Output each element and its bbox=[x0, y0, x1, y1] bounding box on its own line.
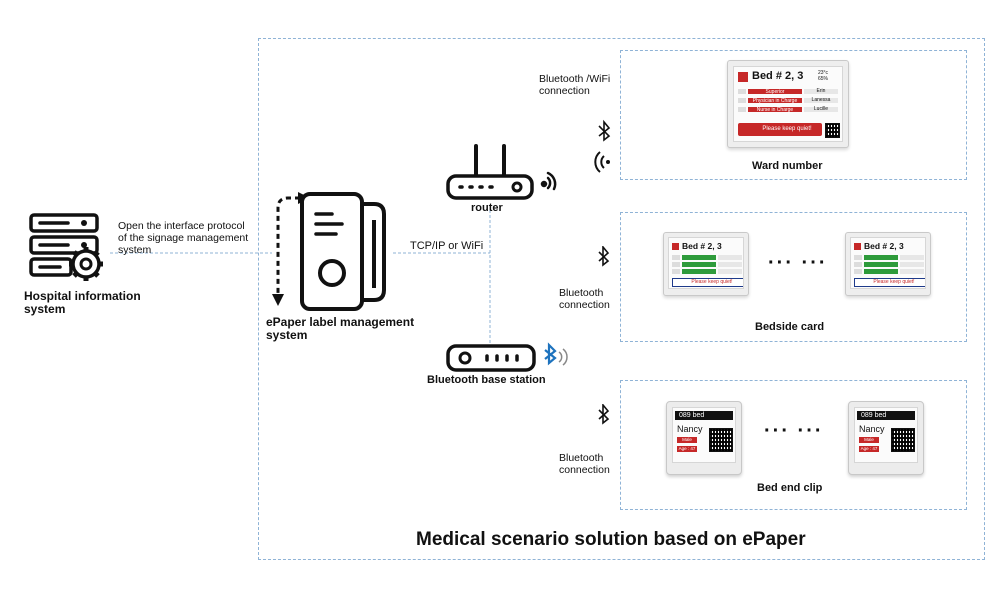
bedside-card-label: Bedside card bbox=[755, 321, 825, 333]
bedside-note-bar: Please keep quiet! bbox=[672, 278, 743, 287]
ward-row: Physician in Charge Lanessa bbox=[738, 97, 838, 104]
bed-end-clip-box bbox=[620, 380, 967, 510]
protocol-line2: of the signage management bbox=[118, 232, 249, 244]
wifi-signal-icon bbox=[540, 171, 557, 191]
tcp-wifi-label: TCP/IP or WiFi bbox=[410, 240, 484, 252]
bedside-ellipsis: ··· ··· bbox=[768, 252, 828, 274]
clip-tag-age: Age : 47 bbox=[859, 446, 879, 452]
manager-label-line1: ePaper label management bbox=[266, 315, 415, 329]
ward-role-2: Physician in Charge bbox=[752, 98, 798, 104]
ward-number-box bbox=[620, 50, 967, 180]
management-system-icon bbox=[272, 192, 386, 311]
ward-role-3: Nurse in Charge bbox=[756, 107, 794, 113]
base-station-label: Bluetooth base station bbox=[427, 374, 546, 386]
clip-conn-line2: connection bbox=[559, 464, 610, 476]
clip-ellipsis: ··· ··· bbox=[764, 420, 824, 442]
ward-humidity: 65% bbox=[818, 76, 829, 82]
bed-end-clip-device: 089 bed Nancy Male Age : 47 bbox=[666, 401, 742, 475]
ward-qr-code bbox=[825, 123, 840, 138]
ward-number-device: Bed # 2, 3 23°c 65% Superior Erin Physic… bbox=[727, 60, 849, 148]
ward-note: Please keep quiet! bbox=[762, 126, 812, 132]
protocol-line3: system bbox=[118, 244, 152, 256]
clip-tag-gender: Male bbox=[677, 437, 697, 443]
bluetooth-icon bbox=[598, 246, 610, 267]
protocol-line1: Open the interface protocol bbox=[118, 220, 245, 232]
bedside-card-box bbox=[620, 212, 967, 342]
clip-connection-label: Bluetooth connection bbox=[559, 452, 610, 476]
ward-note-bar: Please keep quiet! bbox=[738, 123, 822, 136]
ward-bed-title: Bed # 2, 3 bbox=[752, 70, 804, 82]
management-system-label: ePaper label management system bbox=[266, 316, 414, 342]
bedside-connection-label: Bluetooth connection bbox=[559, 287, 610, 311]
bluetooth-icon bbox=[598, 404, 610, 425]
clip-qr-code bbox=[891, 428, 915, 452]
protocol-label: Open the interface protocol of the signa… bbox=[118, 220, 248, 256]
ward-temp: 23°c bbox=[818, 70, 829, 76]
bedside-bed-title: Bed # 2, 3 bbox=[864, 241, 904, 251]
solution-frame bbox=[258, 38, 985, 560]
ward-conn-line2: connection bbox=[539, 85, 590, 97]
clip-tag-age: Age : 47 bbox=[677, 446, 697, 452]
bed-end-clip-label: Bed end clip bbox=[757, 482, 823, 494]
bedside-conn-line1: Bluetooth bbox=[559, 287, 604, 299]
manager-label-line2: system bbox=[266, 328, 308, 342]
ward-number-label: Ward number bbox=[752, 160, 823, 172]
ward-role-1: Superior bbox=[765, 89, 785, 95]
clip-patient-name: Nancy bbox=[859, 424, 885, 434]
ward-row: Nurse in Charge Lucille bbox=[738, 106, 838, 113]
clip-qr-code bbox=[709, 428, 733, 452]
bedside-card-device: Bed # 2, 3 Please keep quiet! bbox=[663, 232, 749, 296]
clip-tag-gender: Male bbox=[859, 437, 879, 443]
bedside-note-bar: Please keep quiet! bbox=[854, 278, 925, 287]
bedside-card-device: Bed # 2, 3 Please keep quiet! bbox=[845, 232, 931, 296]
ward-row: Superior Erin bbox=[738, 88, 838, 95]
ward-connection-label: Bluetooth /WiFi connection bbox=[539, 73, 610, 97]
diagram-title: Medical scenario solution based on ePape… bbox=[416, 529, 806, 550]
server-gear-icon bbox=[29, 213, 103, 281]
router-label: router bbox=[471, 202, 503, 214]
router-icon bbox=[446, 144, 557, 200]
clip-bed-title: 089 bed bbox=[675, 411, 733, 420]
ward-conn-line1: Bluetooth /WiFi bbox=[539, 73, 611, 85]
hospital-system-label: Hospital information system bbox=[24, 290, 141, 316]
bluetooth-wifi-icon bbox=[594, 119, 611, 173]
clip-conn-line1: Bluetooth bbox=[559, 452, 604, 464]
hospital-label-line2: system bbox=[24, 302, 66, 316]
bedside-conn-line2: connection bbox=[559, 299, 610, 311]
clip-bed-title: 089 bed bbox=[857, 411, 915, 420]
base-station-icon bbox=[446, 342, 568, 372]
clip-patient-name: Nancy bbox=[677, 424, 703, 434]
ward-climate: 23°c 65% bbox=[818, 70, 828, 82]
bedside-note: Please keep quiet! bbox=[873, 279, 915, 285]
ward-name-2: Lanessa bbox=[811, 97, 831, 103]
bedside-note: Please keep quiet! bbox=[691, 279, 733, 285]
ward-name-1: Erin bbox=[816, 88, 826, 94]
bluetooth-icon bbox=[544, 342, 568, 366]
bed-end-clip-device: 089 bed Nancy Male Age : 47 bbox=[848, 401, 924, 475]
bedside-bed-title: Bed # 2, 3 bbox=[682, 241, 722, 251]
hospital-label-line1: Hospital information bbox=[24, 289, 141, 303]
ward-name-3: Lucille bbox=[813, 106, 829, 112]
